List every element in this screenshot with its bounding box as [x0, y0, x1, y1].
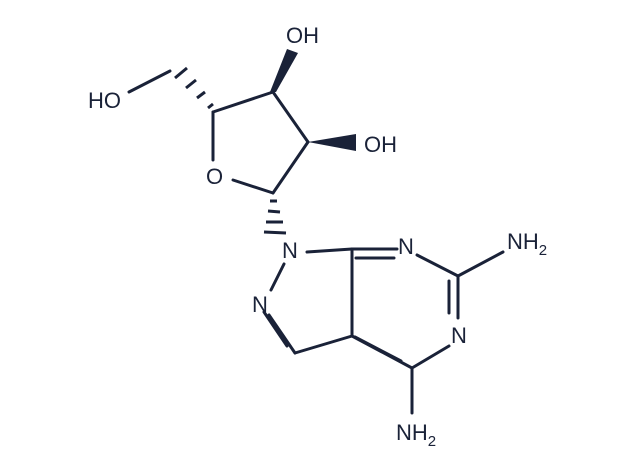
atom-ring-oxygen: O	[206, 164, 223, 189]
atom-oh-right: OH	[364, 132, 397, 157]
hash-bond-c4-c5	[174, 66, 214, 110]
bond-n5-c4	[410, 344, 451, 370]
nh2-bottom-main: NH	[396, 420, 428, 445]
bond-n2-n1	[269, 262, 286, 292]
bond-c2-c1	[271, 140, 310, 195]
bond-n7-c6	[415, 253, 460, 278]
hash-bond-c1-n1	[263, 199, 287, 235]
nh2-right-sub: 2	[539, 242, 547, 259]
bond-c1-ring-o	[231, 178, 275, 195]
bond-c5-ho	[127, 69, 172, 94]
nh2-right-main: NH	[507, 229, 539, 254]
atom-n2: N	[252, 292, 268, 317]
atom-pyrimidine-n-top: N	[398, 234, 414, 259]
atom-nh2-bottom: NH2	[396, 420, 436, 450]
bond-c3-n2-double	[262, 310, 289, 348]
nh2-bottom-sub: 2	[428, 433, 436, 450]
bond-c3-n2	[267, 313, 297, 355]
bond-c3-c2	[271, 90, 310, 144]
bond-c4-c3	[211, 90, 275, 114]
wedge-bond-c3-oh	[270, 49, 298, 92]
bond-n1-c7a	[305, 247, 354, 254]
atom-nh2-right: NH2	[507, 229, 547, 259]
atom-pyrimidine-n-right: N	[451, 323, 467, 348]
wedge-bond-c2-oh	[308, 134, 356, 151]
bonds	[127, 69, 505, 415]
bond-c6-nh2	[456, 250, 505, 278]
atom-oh-top: OH	[286, 23, 319, 48]
bond-c3a-c3	[293, 334, 354, 355]
bond-c4-c3a-double	[353, 335, 403, 363]
atom-n1: N	[282, 238, 298, 263]
atom-ho-left: HO	[88, 88, 121, 113]
